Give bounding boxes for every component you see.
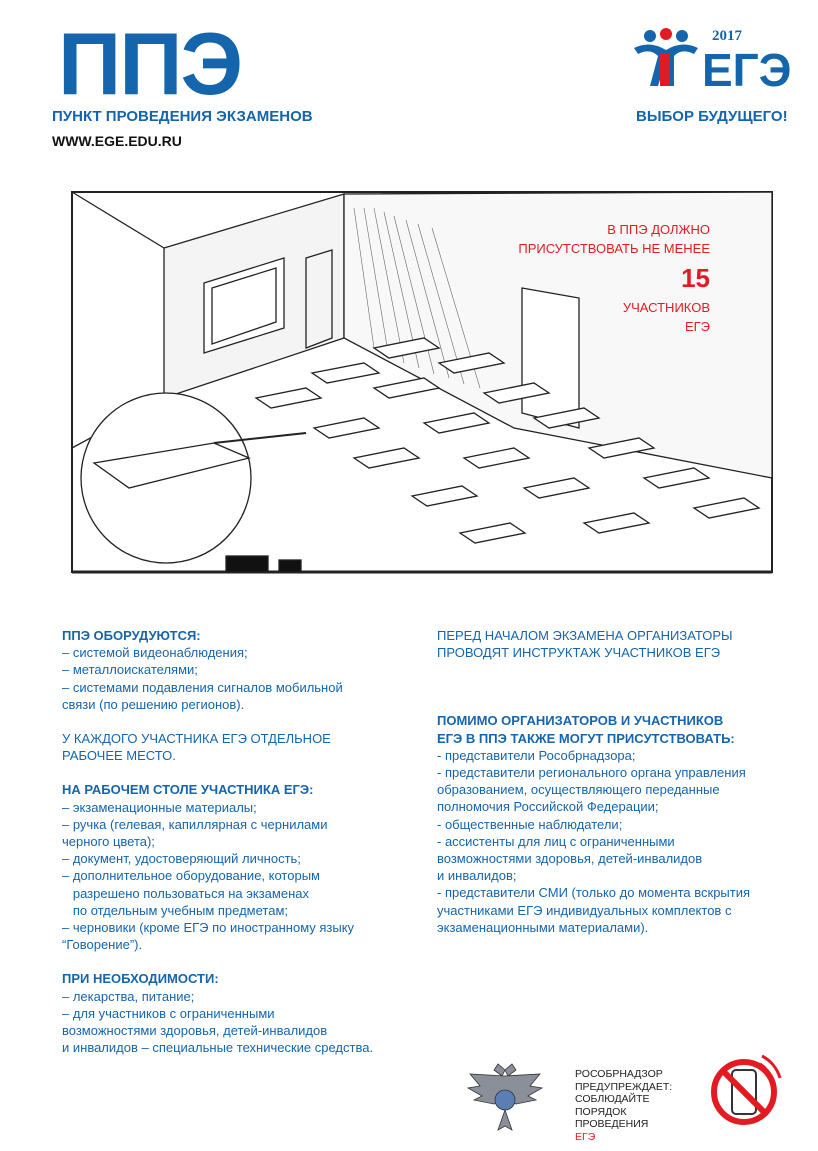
desk-item: черного цвета); — [62, 834, 155, 850]
present-item: участниками ЕГЭ индивидуальных комплекто… — [437, 902, 732, 918]
warning-line-red: ЕГЭ — [575, 1130, 596, 1143]
desk-item: “Говорение”). — [62, 937, 143, 953]
equip-item: – системами подавления сигналов мобильно… — [62, 679, 343, 695]
brief-line: ПРОВОДЯТ ИНСТРУКТАЖ УЧАСТНИКОВ ЕГЭ — [437, 645, 721, 661]
people-icon — [634, 28, 698, 86]
present-item: образованием, осуществляющего переданные — [437, 782, 720, 798]
warning-line: РОСОБРНАДЗОР — [575, 1068, 663, 1080]
need-item: и инвалидов – специальные технические ср… — [62, 1040, 374, 1056]
callout-line-1: В ППЭ ДОЛЖНО — [607, 222, 710, 237]
page-subtitle: ПУНКТ ПРОВЕДЕНИЯ ЭКЗАМЕНОВ — [52, 108, 313, 125]
warning-text: РОСОБРНАДЗОР ПРЕДУПРЕЖДАЕТ: СОБЛЮДАЙТЕ П… — [575, 1068, 685, 1143]
warning-line: ПРЕДУПРЕЖДАЕТ: — [575, 1080, 673, 1093]
callout-line-2: ПРИСУТСТВОВАТЬ НЕ МЕНЕЕ — [518, 241, 710, 256]
ege-logo: 2017 ЕГЭ — [634, 28, 791, 94]
present-heading: ЕГЭ В ППЭ ТАКЖЕ МОГУТ ПРИСУТСТВОВАТЬ: — [437, 730, 735, 746]
page-title: ППЭ — [58, 14, 243, 113]
logo-text: ЕГЭ — [702, 44, 791, 94]
need-item: – для участников с ограниченными — [62, 1005, 275, 1021]
warning-line: СОБЛЮДАЙТЕ — [575, 1093, 650, 1105]
participants-callout: В ППЭ ДОЛЖНО ПРИСУТСТВОВАТЬ НЕ МЕНЕЕ 15 … — [470, 220, 710, 336]
equip-item: связи (по решению регионов). — [62, 696, 245, 712]
need-item: – лекарства, питание; — [62, 988, 195, 1004]
present-item: полномочия Российской Федерации; — [437, 799, 659, 815]
workplace-line: РАБОЧЕЕ МЕСТО. — [62, 748, 176, 764]
present-item: - представители СМИ (только до момента в… — [437, 885, 751, 901]
desk-item: – дополнительное оборудование, которым — [62, 868, 320, 884]
present-heading: ПОМИМО ОРГАНИЗАТОРОВ И УЧАСТНИКОВ — [437, 713, 724, 729]
exam-room-illustration — [71, 191, 773, 574]
warning-line: ПРОВЕДЕНИЯ — [575, 1118, 649, 1130]
workplace-line: У КАЖДОГО УЧАСТНИКА ЕГЭ ОТДЕЛЬНОЕ — [62, 731, 331, 747]
present-item: - общественные наблюдатели; — [437, 816, 623, 832]
present-item: экзаменационными материалами). — [437, 919, 649, 935]
desk-heading: НА РАБОЧЕМ СТОЛЕ УЧАСТНИКА ЕГЭ: — [62, 782, 314, 798]
desk-item: – ручка (гелевая, капиллярная с чернилам… — [62, 816, 328, 832]
present-item: возможностями здоровья, детей-инвалидов — [437, 851, 703, 867]
desk-item: разрешено пользоваться на экзаменах — [62, 885, 309, 901]
desk-item: – документ, удостоверяющий личность; — [62, 851, 301, 867]
callout-line-3: УЧАСТНИКОВ — [622, 300, 710, 315]
no-phone-icon — [711, 1054, 782, 1125]
equip-heading: ППЭ ОБОРУДУЮТСЯ: — [62, 628, 201, 643]
present-item: - представители регионального органа упр… — [437, 765, 746, 781]
brief-line: ПЕРЕД НАЧАЛОМ ЭКЗАМЕНА ОРГАНИЗАТОРЫ — [437, 628, 733, 643]
logo-year: 2017 — [712, 28, 743, 44]
equip-item: – металлоискателями; — [62, 662, 198, 678]
need-heading: ПРИ НЕОБХОДИМОСТИ: — [62, 971, 219, 987]
present-item: - представители Рособрнадзора; — [437, 747, 636, 763]
website-url: WWW.EGE.EDU.RU — [52, 133, 182, 149]
desk-item: – черновики (кроме ЕГЭ по иностранному я… — [62, 920, 355, 936]
warning-line: ПОРЯДОК — [575, 1105, 627, 1118]
desk-item: – экзаменационные материалы; — [62, 799, 257, 815]
present-item: и инвалидов; — [437, 868, 517, 884]
need-item: возможностями здоровья, детей-инвалидов — [62, 1023, 328, 1039]
equip-item: – системой видеонаблюдения; — [62, 645, 248, 661]
callout-number: 15 — [681, 263, 710, 293]
present-item: - ассистенты для лиц с ограниченными — [437, 833, 675, 849]
left-column: ППЭ ОБОРУДУЮТСЯ: – системой видеонаблюде… — [62, 627, 417, 1056]
right-column: ПЕРЕД НАЧАЛОМ ЭКЗАМЕНА ОРГАНИЗАТОРЫ ПРОВ… — [437, 627, 782, 936]
logo-slogan: ВЫБОР БУДУЩЕГО! — [636, 108, 788, 125]
desk-item: по отдельным учебным предметам; — [62, 902, 288, 918]
callout-line-4: ЕГЭ — [684, 319, 710, 334]
eagle-emblem-icon — [466, 1063, 544, 1131]
